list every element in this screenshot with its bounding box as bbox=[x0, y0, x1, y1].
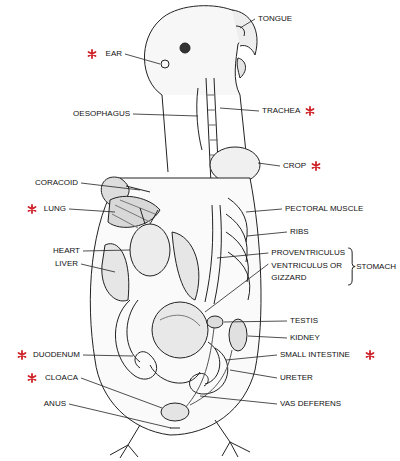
red-asterisks bbox=[19, 50, 374, 382]
part-label: RIBS bbox=[290, 228, 309, 236]
part-label: TESTIS bbox=[290, 317, 318, 325]
part-label: DUODENUM bbox=[33, 351, 80, 359]
part-label: CLOACA bbox=[45, 374, 78, 382]
part-label: OESOPHAGUS bbox=[73, 110, 130, 118]
leader-lines bbox=[69, 19, 287, 428]
part-label: URETER bbox=[280, 374, 313, 382]
part-label: KIDNEY bbox=[290, 334, 320, 342]
part-label: EAR bbox=[106, 50, 122, 58]
part-label: TONGUE bbox=[258, 15, 292, 23]
part-label: VENTRICULUS OR GIZZARD bbox=[271, 260, 351, 284]
part-label: PROVENTRICULUS bbox=[271, 249, 345, 257]
part-label: LUNG bbox=[44, 205, 66, 213]
part-label: SMALL INTESTINE bbox=[280, 351, 350, 359]
part-label: HEART bbox=[53, 247, 80, 255]
part-label: CORACOID bbox=[35, 179, 78, 187]
part-label: CROP bbox=[283, 162, 306, 170]
part-label: VAS DEFERENS bbox=[280, 400, 341, 408]
part-label: ANUS bbox=[44, 400, 66, 408]
part-label: LIVER bbox=[55, 260, 78, 268]
part-label: STOMACH bbox=[356, 263, 396, 271]
stomach-bracket bbox=[348, 248, 355, 285]
part-label: TRACHEA bbox=[262, 107, 300, 115]
part-label: PECTORAL MUSCLE bbox=[285, 205, 363, 213]
